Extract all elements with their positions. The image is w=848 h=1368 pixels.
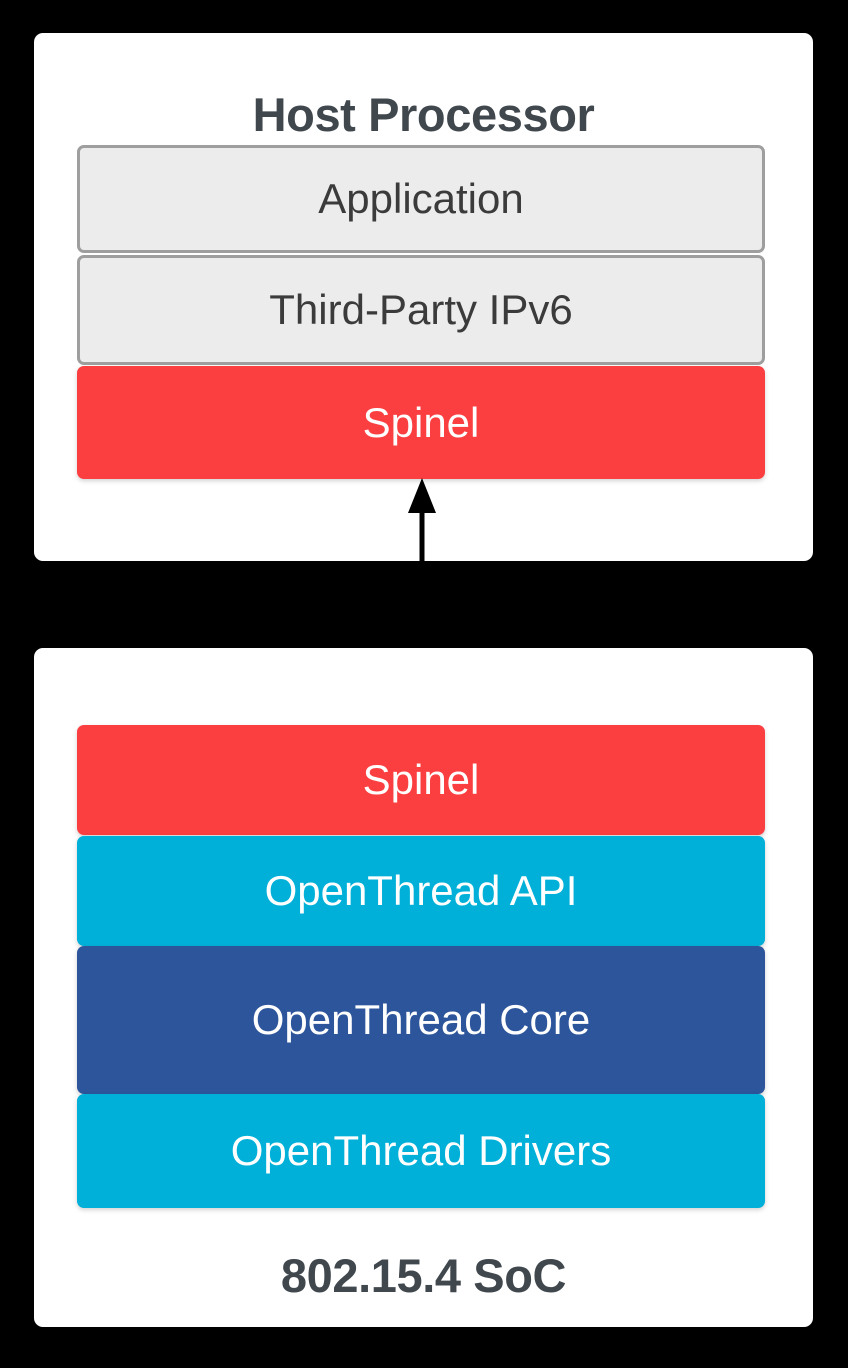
soc-panel: Spinel OpenThread API OpenThread Core Op… <box>34 648 813 1327</box>
block-openthread-api: OpenThread API <box>77 836 765 946</box>
block-openthread-core: OpenThread Core <box>77 946 765 1094</box>
block-openthread-core-label: OpenThread Core <box>251 996 591 1043</box>
block-openthread-drivers: OpenThread Drivers <box>77 1094 765 1208</box>
block-spinel-host: Spinel <box>77 366 765 479</box>
block-spinel-soc-label: Spinel <box>362 756 480 803</box>
block-spinel-soc: Spinel <box>77 725 765 835</box>
block-third-party-ipv6-label: Third-Party IPv6 <box>269 286 573 333</box>
block-openthread-api-label: OpenThread API <box>264 867 578 914</box>
block-third-party-ipv6: Third-Party IPv6 <box>77 255 765 365</box>
block-application: Application <box>77 145 765 253</box>
host-processor-title: Host Processor <box>252 88 595 141</box>
host-processor-panel: Host Processor Application Third-Party I… <box>34 33 813 561</box>
block-spinel-host-label: Spinel <box>362 398 480 446</box>
block-application-label: Application <box>318 175 524 222</box>
soc-title: 802.15.4 SoC <box>280 1249 567 1302</box>
block-openthread-drivers-label: OpenThread Drivers <box>230 1127 612 1174</box>
